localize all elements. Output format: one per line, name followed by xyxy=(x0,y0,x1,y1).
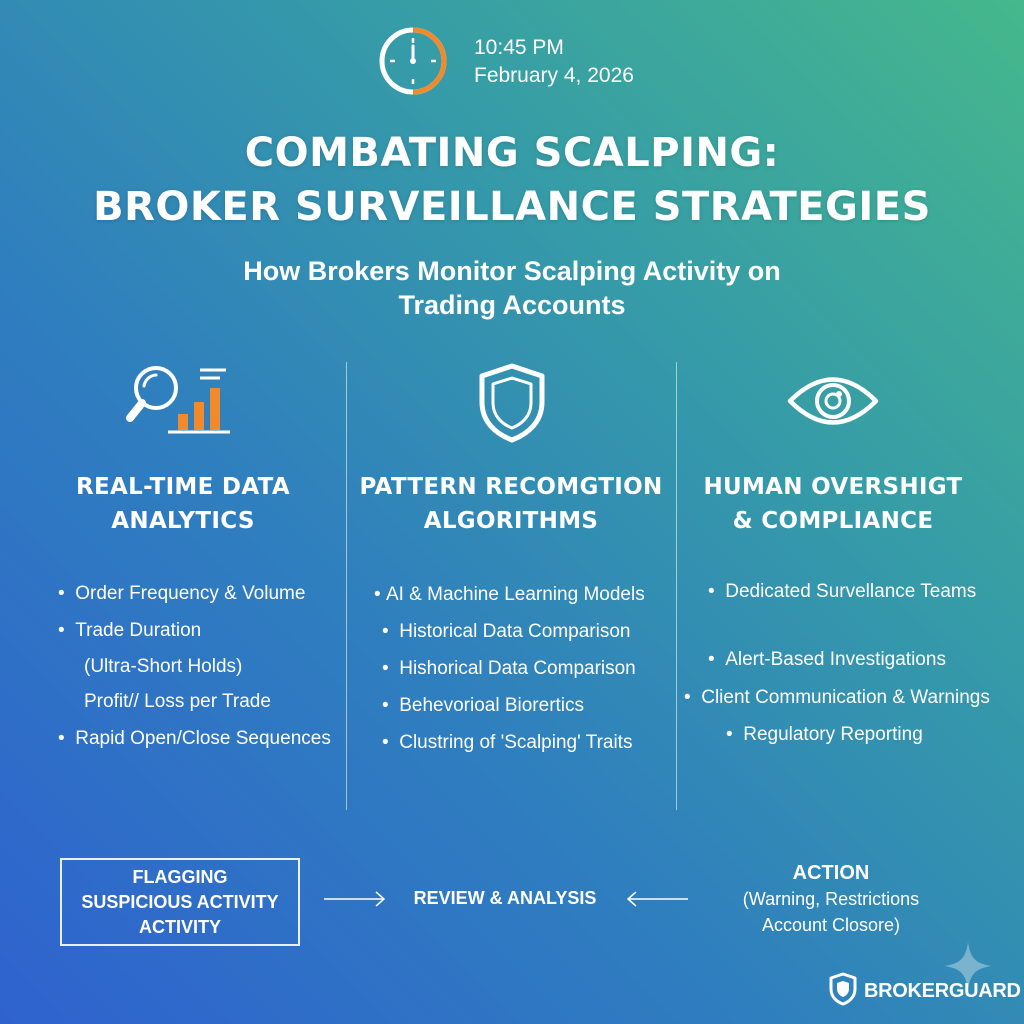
list-item: • Alert-Based Investigations xyxy=(708,649,946,670)
shield-icon xyxy=(476,362,548,449)
list-item: • Dedicated Survellance Teams xyxy=(708,581,977,602)
date-text: February 4, 2026 xyxy=(474,64,634,87)
list-item: • Trade Duration xyxy=(58,620,202,641)
column-title-analytics: REAL-TIME DATA ANALYTICS xyxy=(30,470,336,538)
sparkle-icon xyxy=(942,940,994,997)
action-heading: ACTION xyxy=(792,862,870,884)
arrow-left-icon xyxy=(624,889,690,914)
brand-logo: BROKERGUARD xyxy=(828,972,1021,1011)
column-divider xyxy=(346,362,347,810)
time-text: 10:45 PM xyxy=(474,36,564,59)
list-item: • Clustring of 'Scalping' Traits xyxy=(382,732,633,753)
flag-text-line: FLAGGING xyxy=(132,866,228,887)
action-text-line: (Warning, Restrictions xyxy=(742,889,920,909)
page-subtitle: How Brokers Monitor Scalping Activity on… xyxy=(150,254,874,322)
column-title-line: & COMPLIANCE xyxy=(732,508,934,534)
flagging-box: FLAGGING SUSPICIOUS ACTIVITY ACTIVITY xyxy=(60,858,300,946)
list-item: Profit// Loss per Trade xyxy=(84,691,271,712)
list-item: • AI & Machine Learning Models xyxy=(374,584,645,605)
column-title-line: HUMAN OVERSHIGT xyxy=(703,474,963,500)
clock-icon xyxy=(376,24,450,98)
flag-text-line: SUSPICIOUS ACTIVITY xyxy=(81,891,279,912)
flag-text-line: ACTIVITY xyxy=(138,916,221,937)
list-item: • Historical Data Comparison xyxy=(382,621,631,642)
list-item-continuation: (Ultra-Short Holds) xyxy=(84,656,243,677)
column-title-line: ANALYTICS xyxy=(111,508,255,534)
subtitle-line-1: How Brokers Monitor Scalping Activity on xyxy=(243,256,781,286)
column-title-compliance: HUMAN OVERSHIGT & COMPLIANCE xyxy=(686,470,980,538)
magnifier-chart-icon xyxy=(120,360,232,445)
list-item: • Rapid Open/Close Sequences xyxy=(58,728,331,749)
column-title-line: PATTERN RECOMGTION xyxy=(359,474,663,500)
action-step: ACTION (Warning, Restrictions Account Cl… xyxy=(716,860,946,938)
column-title-line: REAL-TIME DATA xyxy=(76,474,290,500)
arrow-right-icon xyxy=(322,889,388,914)
title-line-1: COMBATING SCALPING: xyxy=(244,130,780,176)
timestamp: 10:45 PM February 4, 2026 xyxy=(474,34,634,90)
action-text-line: Account Closore) xyxy=(761,915,901,935)
eye-icon xyxy=(786,370,880,437)
column-title-algorithms: PATTERN RECOMGTION ALGORITHMS xyxy=(356,470,666,538)
list-item: • Order Frequency & Volume xyxy=(58,583,306,604)
page-title: COMBATING SCALPING: BROKER SURVEILLANCE … xyxy=(0,126,1024,234)
list-item: • Client Communication & Warnings xyxy=(684,687,990,708)
review-analysis-step: REVIEW & ANALYSIS xyxy=(413,888,597,908)
list-item: • Regulatory Reporting xyxy=(726,724,923,745)
subtitle-line-2: Trading Accounts xyxy=(398,290,626,320)
shield-logo-icon xyxy=(828,972,858,1011)
title-line-2: BROKER SURVEILLANCE STRATEGIES xyxy=(93,184,931,230)
column-divider xyxy=(676,362,677,810)
column-title-line: ALGORITHMS xyxy=(423,508,599,534)
brand-name: BROKERGUARD xyxy=(864,980,1021,1002)
list-item: • Hishorical Data Comparison xyxy=(382,658,636,679)
list-item: • Behevorioal Biorertics xyxy=(382,695,585,716)
